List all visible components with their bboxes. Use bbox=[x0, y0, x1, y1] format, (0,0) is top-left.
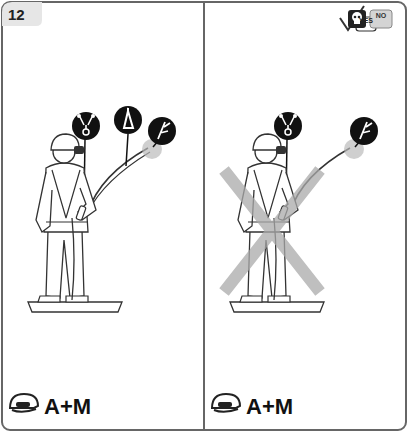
no-badge: NO bbox=[376, 12, 387, 19]
panel-number: 12 bbox=[8, 7, 25, 22]
left-scene bbox=[10, 6, 376, 412]
skull-badge bbox=[348, 10, 392, 28]
panel-divider bbox=[203, 2, 205, 430]
yes-badge: YES bbox=[359, 17, 373, 24]
right-scene bbox=[212, 112, 378, 412]
brand-logo-text: A+M bbox=[246, 396, 293, 418]
number-tab bbox=[2, 2, 42, 26]
brand-logo-text: A+M bbox=[44, 396, 91, 418]
